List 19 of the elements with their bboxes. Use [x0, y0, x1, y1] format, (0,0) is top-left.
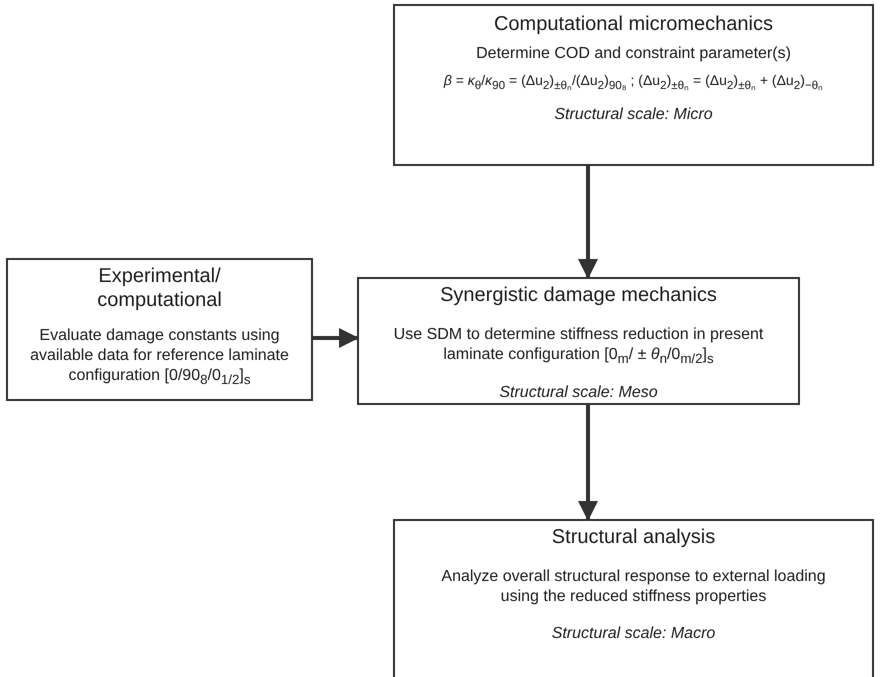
arrow [578, 166, 598, 279]
arrow [578, 405, 598, 521]
process-box [393, 4, 874, 166]
process-box [357, 277, 800, 405]
scale-note: Structural scale: Macro [552, 625, 716, 643]
scale-note: Structural scale: Meso [499, 384, 658, 402]
box-description: Evaluate damage constants using available data for reference laminate configuration [0/90$_{8}$/0$_{1/2}$]$_{s}$ [29, 326, 290, 389]
box-description: Use SDM to determine stiffness reduction in present laminate configuration [0$_{m}$/ ± θ$_{n}$/0$_{m/2}$]$_{s}$ [392, 325, 764, 368]
box-heading: Experimental/ computational [96, 264, 223, 312]
formula: β = κ$_{θ}$/κ$_{90}$ = (Δu$_{2}$)$_{±θₙ}$/(Δu$_{2}$)$_{90₈}$ ; (Δu$_{2}$)$_{±θₙ}$ = (Δu$_{2}$)$_{±θₙ}$ + (Δu$_{2}$)$_{−θₙ}$ [444, 72, 824, 92]
arrow [313, 328, 359, 348]
process-box [6, 258, 313, 401]
box-heading: Synergistic damage mechanics [440, 283, 717, 307]
box-description: Analyze overall structural response to external loading using the reduced stiffness properties [440, 567, 827, 607]
box-heading: Structural analysis [552, 525, 716, 549]
box-heading: Computational micromechanics [494, 12, 773, 36]
box-description: Determine COD and constraint parameter(s) [476, 44, 791, 64]
scale-note: Structural scale: Micro [554, 106, 713, 124]
process-box [393, 519, 874, 677]
